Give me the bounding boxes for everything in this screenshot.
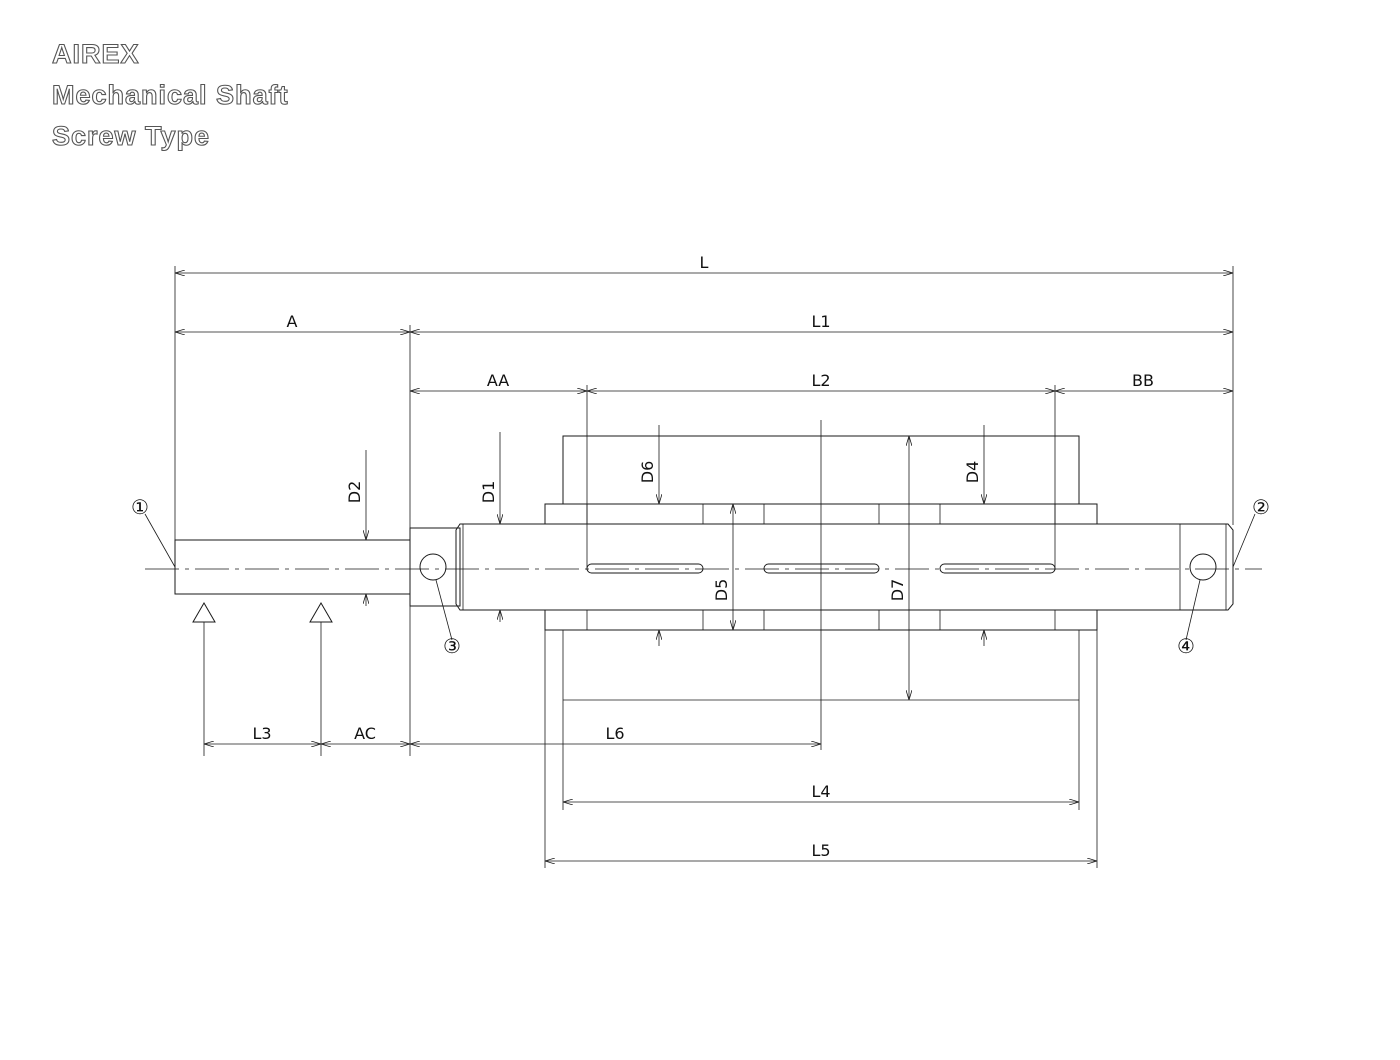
- shaft-body: [455, 523, 1234, 611]
- label-L: L: [700, 253, 709, 272]
- label-D6: D6: [638, 461, 657, 484]
- callout-2: ②: [1232, 495, 1270, 568]
- dimension-L5: L5: [545, 841, 1097, 861]
- callout-1: ①: [131, 495, 176, 568]
- dimension-L2: L2: [587, 371, 1055, 391]
- label-A: A: [287, 312, 298, 331]
- dimension-D4: D4: [963, 425, 984, 646]
- support-markers: [192, 602, 411, 756]
- label-L1: L1: [811, 312, 830, 331]
- dimension-D1: D1: [479, 432, 500, 622]
- left-valve-hole: [419, 553, 447, 581]
- extension-lines: [174, 266, 1234, 570]
- title-product: Mechanical Shaft: [51, 79, 289, 110]
- drawing-title: AIREX Mechanical Shaft Screw Type: [51, 34, 289, 157]
- label-L5: L5: [811, 841, 830, 860]
- dimension-L: L: [175, 253, 1233, 273]
- title-brand: AIREX: [51, 38, 140, 69]
- svg-text:③: ③: [443, 634, 461, 658]
- dimension-D6: D6: [638, 425, 659, 646]
- dimension-L1: L1: [410, 312, 1233, 332]
- label-D4: D4: [963, 461, 982, 484]
- label-BB: BB: [1132, 371, 1154, 390]
- dimension-A: A: [175, 312, 410, 332]
- label-AA: AA: [487, 371, 509, 390]
- left-journal: [174, 527, 461, 607]
- dimension-D5: D5: [712, 504, 733, 630]
- title-type: Screw Type: [51, 120, 211, 151]
- label-L6: L6: [605, 724, 624, 743]
- callout-4: ④: [1177, 579, 1201, 658]
- dimension-D7: D7: [888, 436, 909, 700]
- right-valve-hole: [1189, 553, 1217, 581]
- dimension-BB: BB: [1055, 371, 1233, 391]
- label-L4: L4: [811, 782, 830, 801]
- svg-text:②: ②: [1252, 495, 1270, 519]
- label-D7: D7: [888, 579, 907, 602]
- key-slots: [586, 563, 1056, 574]
- label-AC: AC: [354, 724, 376, 743]
- dimension-AC: AC: [321, 724, 410, 744]
- dimension-L3: L3: [204, 724, 321, 744]
- svg-text:④: ④: [1177, 634, 1195, 658]
- callout-3: ③: [435, 579, 461, 658]
- svg-text:①: ①: [131, 495, 149, 519]
- label-D1: D1: [479, 481, 498, 504]
- label-L2: L2: [811, 371, 830, 390]
- label-L3: L3: [252, 724, 271, 743]
- dimension-L4: L4: [563, 782, 1079, 802]
- dimension-D2: D2: [345, 450, 366, 606]
- label-D2: D2: [345, 481, 364, 504]
- dimension-AA: AA: [410, 371, 587, 391]
- label-D5: D5: [712, 579, 731, 602]
- dimension-L6: L6: [410, 724, 821, 744]
